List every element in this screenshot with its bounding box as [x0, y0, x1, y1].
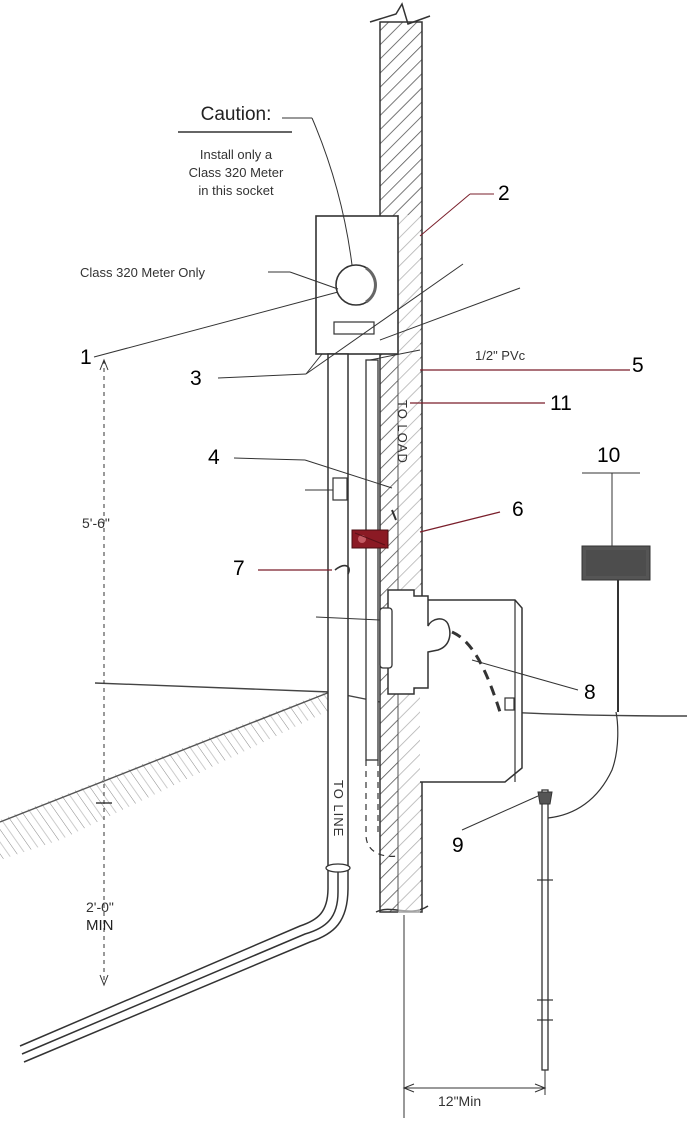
line-conduit-sweep: [19, 866, 349, 1063]
callout-9: 9: [452, 834, 464, 857]
meter-label-plate: [333, 321, 375, 335]
callout-6: 6: [512, 498, 524, 521]
callout-11: 11: [550, 392, 572, 415]
leader-4b: [304, 459, 393, 489]
wall-break-mark: [369, 2, 431, 25]
leader-1: [93, 291, 339, 358]
leader-3: [217, 373, 307, 379]
leader-2: [419, 193, 471, 237]
ground-rod: [541, 789, 549, 1071]
panel-door-swing: [451, 630, 502, 713]
dim-depth-label-1: 2'-0": [86, 899, 114, 915]
fitting-mark: [391, 509, 397, 521]
lb-leader: [315, 616, 381, 621]
wall-plate: [398, 215, 420, 915]
leader-5-pvc: [369, 349, 421, 361]
leader-6: [419, 511, 501, 533]
ground-wire-hook: [334, 564, 350, 575]
meter-only-label: Class 320 Meter Only: [80, 265, 205, 280]
load-conduit-hidden: [365, 760, 399, 857]
dim-arrow-bottom: [99, 974, 109, 987]
lb-cover: [379, 607, 393, 669]
ground-hatch: [0, 690, 330, 860]
dim-arrow-rod-right: [534, 1083, 547, 1093]
lb-fitting: [387, 589, 451, 695]
caution-line-2: Class 320 Meter: [189, 165, 284, 180]
warning-sign-texture: [586, 550, 646, 576]
callout-2: 2: [498, 182, 510, 205]
dim-height-label: 5'-6": [82, 515, 110, 531]
leader-3b: [305, 353, 323, 375]
dim-rod-label: 12"Min: [438, 1093, 481, 1109]
callout-4: 4: [208, 446, 220, 469]
callout-5: 5: [632, 354, 644, 377]
leader-3c: [305, 263, 464, 375]
to-line-label: TO LINE: [331, 780, 346, 837]
meter-glass-shade: [365, 266, 377, 304]
callout-1: 1: [80, 346, 92, 369]
caution-title: Caution:: [201, 104, 272, 125]
conduit-coupling: [325, 863, 351, 873]
load-conduit: [365, 359, 379, 761]
dim-arrow-rod-left: [402, 1083, 415, 1093]
callout-7: 7: [233, 557, 245, 580]
rod-clamp: [537, 791, 553, 805]
bonding-clamp-box: [332, 477, 348, 501]
leader-8: [471, 659, 579, 691]
leader-9: [461, 795, 539, 831]
leader-4: [233, 457, 306, 461]
caution-line-3: in this socket: [198, 183, 274, 198]
callout-10: 10: [597, 444, 620, 467]
leader-caution-to-meter: [311, 117, 353, 266]
panel-latch: [504, 697, 515, 711]
ground-edge: [0, 691, 331, 823]
dim-arrow-top: [99, 358, 109, 371]
ground-wire: [547, 711, 619, 819]
dim-depth-label-2: MIN: [86, 917, 114, 934]
to-load-label: TO LOAD: [395, 400, 410, 464]
callout-8: 8: [584, 681, 596, 704]
strap-line: [354, 532, 386, 546]
callout-3: 3: [190, 367, 202, 390]
leader-3d: [379, 287, 521, 341]
leader-meter-only-2: [289, 271, 339, 290]
caution-line-1: Install only a: [200, 147, 273, 162]
pvc-label: 1/2" PVc: [475, 348, 526, 363]
